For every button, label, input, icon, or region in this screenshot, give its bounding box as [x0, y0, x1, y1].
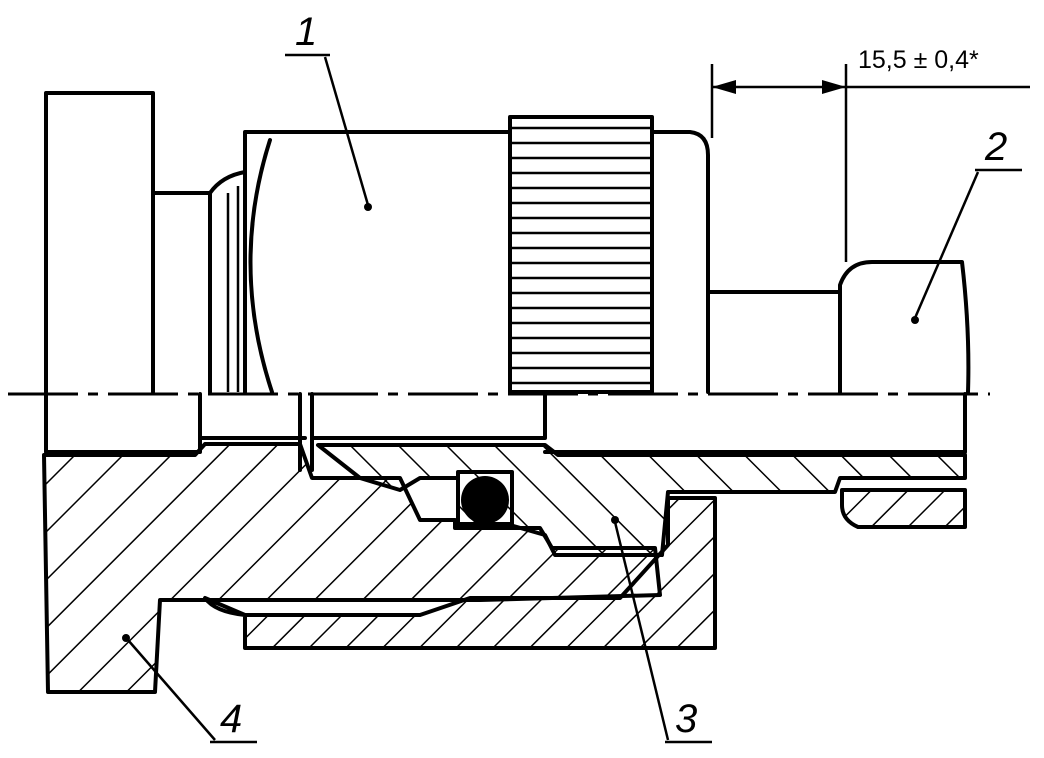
lower-section: [42, 392, 967, 694]
sleeve-section: [203, 496, 717, 650]
leader-3: [613, 521, 670, 741]
upper-view: 15,5 ± 0,4*: [44, 46, 1030, 394]
oring: [461, 476, 509, 524]
label-4: 4: [220, 697, 242, 741]
dim-arrow-right: [822, 80, 846, 94]
nut-body: [243, 130, 512, 394]
leader-4: [127, 639, 216, 741]
flange-upper: [44, 91, 155, 394]
label-1: 1: [295, 10, 317, 54]
label-3: 3: [675, 697, 697, 741]
part2-body: [838, 260, 971, 394]
dim-arrow-left: [712, 80, 736, 94]
leader-2: [913, 171, 980, 319]
flange-neck: [151, 191, 212, 394]
dimension-text: 15,5 ± 0,4*: [858, 46, 979, 74]
knurled-ring: [508, 115, 654, 394]
leader-1: [323, 56, 370, 206]
labels: 1 2 3 4: [122, 10, 1022, 744]
knurl-lines: [512, 126, 650, 385]
part2-section: [840, 488, 967, 529]
nut-end: [650, 130, 710, 394]
label-2: 2: [984, 125, 1007, 169]
